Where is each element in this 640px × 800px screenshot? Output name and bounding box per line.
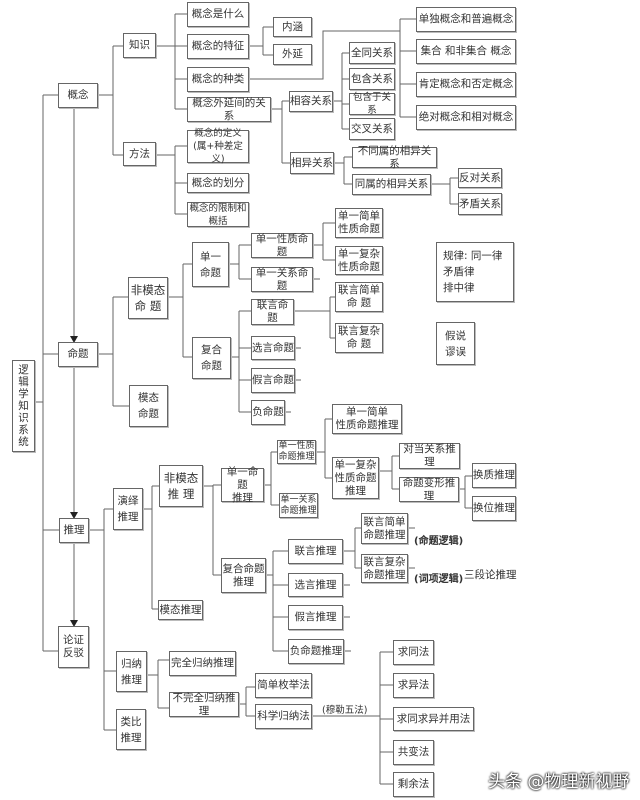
node-reasoning: 推理 [59, 518, 89, 543]
node-conjunctive-proposition: 联言命题 [251, 299, 294, 325]
node-conjunctive-complex-reasoning: 联言复杂 命题推理 [361, 554, 408, 583]
node-conversion: 换位推理 [472, 496, 516, 521]
node-concept: 概念 [58, 83, 98, 108]
node-simple-categorical-reasoning: 单一简单 性质命题推理 [332, 404, 402, 434]
node-intersection: 交叉关系 [349, 118, 395, 140]
node-nonmodal-proposition: 非模态 命 题 [128, 277, 168, 319]
node-identity: 全同关系 [349, 42, 395, 64]
node-analogical: 类比 推理 [116, 709, 146, 750]
node-intension: 内涵 [273, 17, 312, 37]
node-inclusion: 包含关系 [349, 68, 395, 90]
node-hypothesis-fallacy: 假说 谬误 [436, 322, 475, 365]
node-agreement: 求同法 [393, 640, 434, 665]
node-laws: 规律: 同一律 矛盾律 排中律 [436, 242, 514, 302]
node-deductive: 演绎 推理 [113, 488, 143, 530]
node-inductive: 归纳 推理 [116, 651, 147, 692]
node-absolute-relative: 绝对概念和相对概念 [416, 105, 516, 130]
node-scientific-induction: 科学归纳法 [255, 704, 312, 729]
arrow-icon [70, 620, 78, 627]
node-different-genus: 不同属的相异关系 [352, 145, 437, 170]
node-compound-proposition: 复合 命题 [192, 337, 231, 379]
node-collective: 集合 和非集合 概念 [416, 39, 516, 64]
node-disjunctive-proposition: 选言命题 [251, 336, 295, 360]
node-negative-proposition: 负命题 [251, 400, 285, 425]
node-modal-reasoning: 模态推理 [158, 600, 203, 620]
node-square-opposition: 对当关系推理 [399, 443, 460, 469]
node-categorical-proposition: 单一性质命题 [251, 233, 313, 258]
node-compound-reasoning: 复合命题 推理 [221, 558, 266, 593]
node-conjunctive-simple-reasoning: 联言简单 命题推理 [361, 513, 408, 544]
node-included: 包含于关系 [349, 92, 395, 116]
watermark: 头条 @物理新视野 [488, 772, 630, 792]
node-negation-reasoning: 负命题推理 [288, 639, 344, 664]
node-joint-method: 求同求异并用法 [393, 707, 474, 731]
node-concept-features: 概念的特征 [187, 34, 249, 59]
node-incompatible: 相异关系 [290, 152, 334, 174]
node-simple-categorical: 单一简单 性质命题 [335, 208, 383, 238]
node-positive-negative: 肯定概念和否定概念 [416, 72, 516, 97]
node-nonmodal-reasoning: 非模态 推 理 [159, 465, 203, 507]
node-categorical-reasoning: 单一性质 命题推理 [277, 440, 316, 464]
label-propositional-logic: (命题逻辑) [414, 536, 464, 547]
node-disjunctive-reasoning: 选言推理 [288, 573, 343, 597]
node-difference: 求异法 [393, 673, 434, 698]
node-simple-reasoning: 单一命题 推理 [221, 466, 264, 504]
label-term-logic: (词项逻辑) [414, 574, 464, 585]
node-relational-proposition: 单一关系命题 [251, 267, 313, 292]
node-conjunctive-complex: 联言复杂 命 题 [335, 323, 383, 353]
node-enumeration: 简单枚举法 [255, 673, 312, 698]
label-mill-methods: (穆勒五法) [322, 705, 368, 716]
node-singular-general: 单独概念和普遍概念 [416, 7, 516, 32]
node-transformation: 命题变形推理 [399, 477, 459, 502]
node-conjunctive-simple: 联言简单 命 题 [335, 282, 383, 312]
node-proposition: 命题 [58, 342, 98, 367]
arrow-icon [70, 512, 78, 519]
node-relational-reasoning: 单一关系 命题推理 [279, 493, 318, 518]
node-extension: 外延 [273, 44, 312, 65]
arrow-icon [70, 336, 78, 343]
node-residues: 剩余法 [393, 772, 434, 797]
node-definition: 概念的定义 (属+种差定义) [187, 128, 249, 165]
node-concept-types: 概念的种类 [187, 67, 249, 92]
node-argument-refutation: 论证 反驳 [58, 626, 89, 668]
node-concomitant: 共变法 [393, 740, 434, 765]
node-complete-induction: 完全归纳推理 [169, 651, 236, 676]
node-modal-proposition: 模态 命题 [129, 385, 168, 427]
node-division: 概念的划分 [187, 173, 249, 193]
node-hypothetical-reasoning: 假言推理 [288, 605, 343, 630]
node-limitation: 概念的限制和概括 [187, 202, 249, 227]
node-root-logic-system: 逻 辑 学 知 识 系 统 [12, 360, 35, 452]
node-what-is-concept: 概念是什么 [187, 2, 249, 27]
node-complex-categorical-reasoning: 单一复杂 性质命题 推理 [332, 457, 379, 499]
node-incomplete-induction: 不完全归纳推理 [169, 692, 239, 717]
node-extension-relations: 概念外延间的关系 [187, 97, 271, 122]
node-knowledge: 知识 [123, 33, 156, 58]
node-simple-proposition: 单一 命题 [192, 242, 229, 287]
node-contrary: 反对关系 [458, 168, 502, 188]
label-syllogism: 三段论推理 [464, 569, 517, 581]
node-hypothetical-proposition: 假言命题 [251, 368, 295, 393]
node-method: 方法 [123, 142, 156, 166]
node-conjunctive-reasoning: 联言推理 [288, 539, 343, 564]
node-contradictory: 矛盾关系 [458, 193, 502, 215]
node-same-genus: 同属的相异关系 [352, 174, 431, 195]
node-obversion: 换质推理 [472, 463, 516, 488]
node-compatible: 相容关系 [289, 91, 333, 112]
node-complex-categorical: 单一复杂 性质命题 [335, 246, 383, 275]
